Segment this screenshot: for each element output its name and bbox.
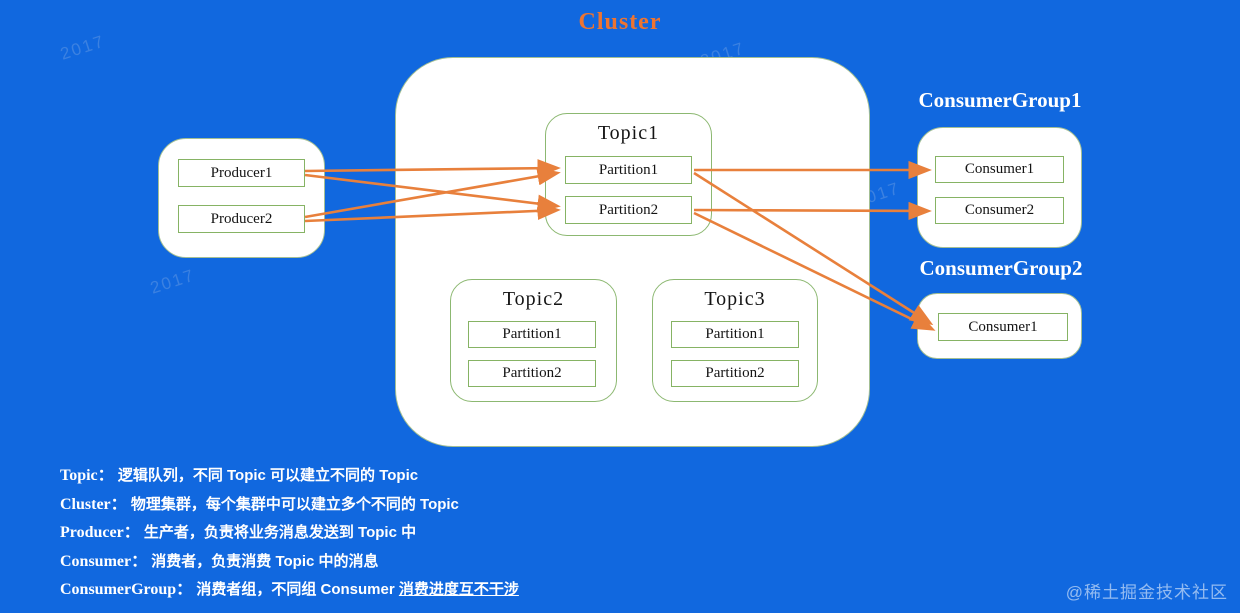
topic3-title: Topic3 [704, 288, 766, 310]
consumer-node: Consumer1 [935, 156, 1064, 183]
cluster-title: Cluster [578, 9, 662, 35]
partition-node: Partition2 [671, 360, 799, 387]
consumergroup2-label: ConsumerGroup2 [919, 256, 1083, 280]
definition-line: Consumer： 消费者，负责消费 Topic 中的消息 [60, 548, 519, 577]
partition-node: Partition1 [671, 321, 799, 348]
consumer-node: Consumer1 [938, 313, 1068, 341]
definition-term: ConsumerGroup： [60, 581, 193, 598]
consumer-group-1 [917, 127, 1082, 248]
consumergroup1-label: ConsumerGroup1 [918, 88, 1082, 112]
definition-term: Cluster： [60, 495, 127, 513]
definition-desc: 逻辑队列，不同 Topic 可以建立不同的 Topic [117, 467, 419, 484]
definition-desc: 生产者，负责将业务消息发送到 Topic 中 [143, 524, 417, 541]
community-watermark: @稀土掘金技术社区 [1065, 583, 1228, 602]
topic2-title: Topic2 [502, 288, 565, 310]
definition-line: Topic： 逻辑队列，不同 Topic 可以建立不同的 Topic [60, 462, 519, 491]
partition-node: Partition2 [468, 360, 596, 387]
definition-line: Producer： 生产者，负责将业务消息发送到 Topic 中 [60, 519, 519, 548]
definition-term: Consumer： [60, 552, 148, 570]
partition-node: Partition2 [565, 196, 692, 224]
producer-node: Producer2 [178, 205, 305, 233]
producer-node: Producer1 [178, 159, 305, 187]
definition-line: Cluster： 物理集群，每个集群中可以建立多个不同的 Topic [60, 491, 519, 520]
topic1-title: Topic1 [597, 122, 660, 144]
definition-desc: 消费者，负责消费 Topic 中的消息 [151, 552, 379, 570]
partition-node: Partition1 [468, 321, 596, 348]
producer-group [158, 138, 325, 258]
definition-underlined: 消费进度互不干涉 [398, 581, 519, 598]
definition-term: Topic： [60, 467, 114, 484]
partition-node: Partition1 [565, 156, 692, 184]
definition-term: Producer： [60, 524, 140, 541]
faint-watermark: 2017 [58, 31, 108, 64]
consumer-node: Consumer2 [935, 197, 1064, 224]
definition-desc: 物理集群，每个集群中可以建立多个不同的 Topic [130, 495, 459, 513]
faint-watermark: 2017 [148, 265, 198, 298]
definitions-list: Topic： 逻辑队列，不同 Topic 可以建立不同的 Topic Clust… [60, 462, 519, 605]
definition-line: ConsumerGroup： 消费者组，不同组 Consumer 消费进度互不干… [60, 576, 519, 605]
definition-desc: 消费者组，不同组 Consumer [196, 581, 399, 598]
